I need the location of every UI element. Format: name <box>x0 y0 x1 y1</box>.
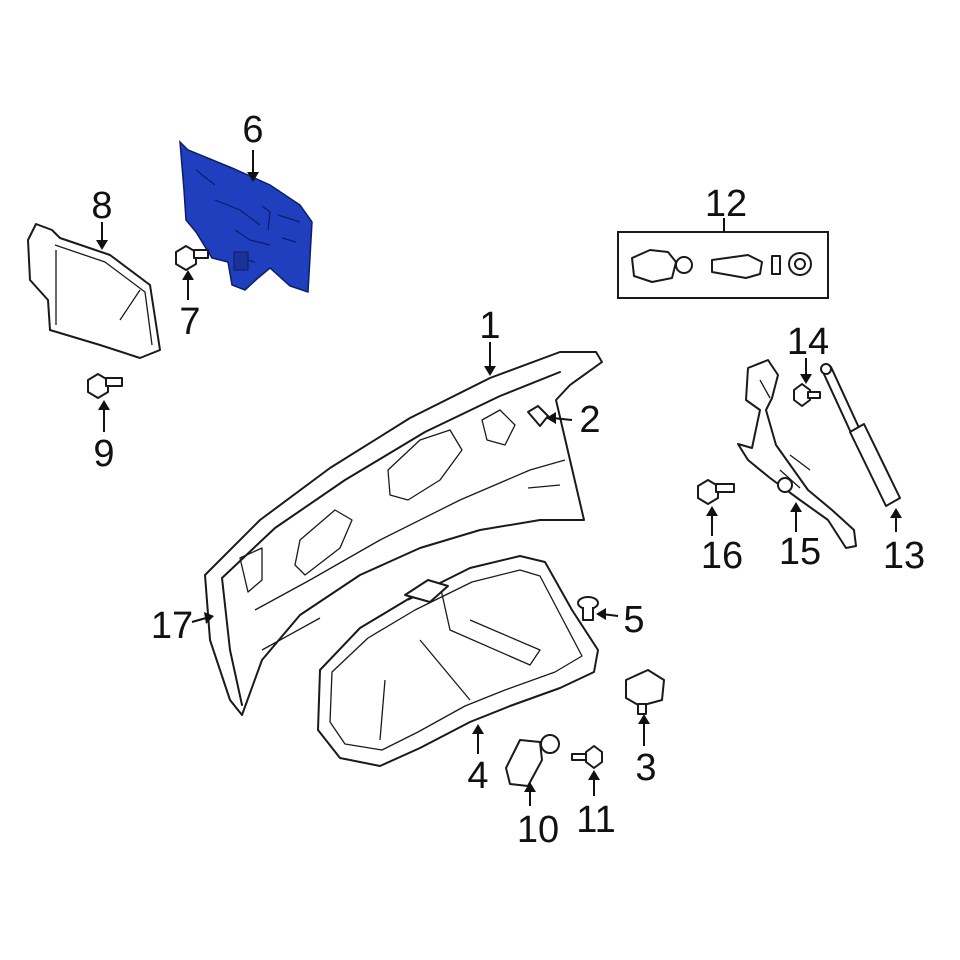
part-16-bolt[interactable] <box>697 479 735 505</box>
part-8-edge <box>54 244 153 346</box>
callout-14: 14 <box>787 321 829 363</box>
part-3-bumper-block[interactable] <box>625 669 665 715</box>
part-4-tab <box>404 579 449 603</box>
part-4-trim-liner[interactable] <box>317 555 599 767</box>
part-13-cylinder <box>849 423 901 507</box>
part-4-inner-edge <box>329 569 583 751</box>
arrow-5 <box>596 608 606 620</box>
part-1-opening-b <box>294 509 353 576</box>
callout-13: 13 <box>883 535 925 577</box>
part-3-body <box>625 669 665 707</box>
part-16-shank <box>715 483 735 493</box>
part-7-bolt[interactable] <box>175 245 209 271</box>
callout-labels: 6 8 7 9 12 1 2 14 16 15 13 17 5 3 4 10 1… <box>91 109 925 851</box>
part-11-bolt[interactable] <box>571 745 603 769</box>
part-15-arm <box>737 359 857 549</box>
part-5-stem <box>582 607 594 621</box>
arrow-8 <box>96 240 108 250</box>
part-4-body <box>317 555 599 767</box>
part-9-shank <box>105 377 123 387</box>
part-10-knob <box>540 734 560 754</box>
callout-16: 16 <box>701 535 743 577</box>
arrow-2 <box>546 412 556 424</box>
arrow-9 <box>98 400 110 410</box>
part-12-ring <box>675 256 693 274</box>
part-3-stem <box>637 703 647 715</box>
part-8-body <box>27 223 161 359</box>
part-16-head <box>697 479 719 505</box>
part-1-inner-edge <box>221 371 561 706</box>
part-13-rod <box>822 366 861 436</box>
callout-11: 11 <box>576 799 615 841</box>
part-14-shank <box>807 391 821 399</box>
part-8-side-trim[interactable] <box>27 223 161 359</box>
part-12-cylinder <box>711 254 763 279</box>
part-12-grommet-inner <box>794 258 806 270</box>
callout-17: 17 <box>151 605 193 647</box>
part-6-panel-body <box>179 140 313 294</box>
part-5-push-pin[interactable] <box>577 596 599 621</box>
arrow-4 <box>472 724 484 734</box>
part-10-bracket[interactable] <box>505 734 560 787</box>
callout-15: 15 <box>779 531 821 573</box>
arrow-11 <box>588 770 600 780</box>
part-14-bolt[interactable] <box>793 383 821 407</box>
callout-9: 9 <box>93 433 114 475</box>
part-2-bumper[interactable] <box>527 405 549 427</box>
arrow-10 <box>524 782 536 792</box>
callout-7: 7 <box>179 301 200 343</box>
arrow-13 <box>890 508 902 518</box>
arrow-15 <box>790 502 802 512</box>
arrow-6 <box>247 172 259 182</box>
callout-1: 1 <box>479 305 500 347</box>
part-7-shank <box>193 249 209 259</box>
part-13-lift-strut[interactable] <box>820 363 901 507</box>
part-10-body <box>505 739 543 787</box>
part-6-insulator-highlighted[interactable] <box>179 140 313 294</box>
part-1-opening-a <box>387 429 463 501</box>
part-2-body <box>527 405 549 427</box>
callout-4: 4 <box>467 755 488 797</box>
part-12-housing <box>631 249 677 283</box>
part-1-outer <box>204 351 603 716</box>
callout-2: 2 <box>579 399 600 441</box>
leader-17 <box>191 617 207 623</box>
part-6-clip <box>233 251 249 271</box>
part-1-opening-c <box>481 409 516 446</box>
arrow-14 <box>800 374 812 384</box>
part-9-bolt[interactable] <box>87 373 123 399</box>
part-14-head <box>793 383 811 407</box>
part-15-pivot <box>777 477 793 493</box>
part-12-spring <box>771 255 781 275</box>
arrow-1 <box>484 366 496 376</box>
arrow-7 <box>182 270 194 280</box>
callout-8: 8 <box>91 185 112 227</box>
arrow-3 <box>638 714 650 724</box>
arrow-16 <box>706 506 718 516</box>
callout-12: 12 <box>705 183 747 225</box>
callout-3: 3 <box>635 747 656 789</box>
arrow-17 <box>204 612 214 624</box>
part-1-trunk-lid[interactable] <box>204 351 603 716</box>
part-15-hinge[interactable] <box>737 359 857 549</box>
part-12-lock-kit[interactable] <box>617 231 829 299</box>
part-11-shank <box>571 753 587 761</box>
part-7-head <box>175 245 197 271</box>
callout-10: 10 <box>517 809 559 851</box>
callout-6: 6 <box>242 109 263 151</box>
callout-5: 5 <box>623 599 644 641</box>
part-9-head <box>87 373 109 399</box>
part-11-head <box>585 745 603 769</box>
leader-lines <box>96 150 902 806</box>
part-13-end <box>820 363 832 375</box>
part-1-rib <box>254 459 566 651</box>
part-1-opening-d <box>239 547 263 593</box>
